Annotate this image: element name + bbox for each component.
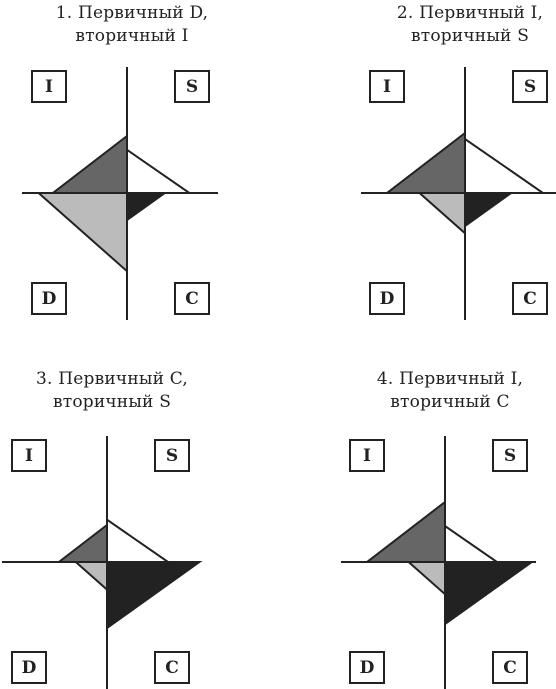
caption-line-2: вторичный C [390,392,510,412]
triangle-s [464,137,547,194]
caption-diagram-4: 4. Первичный I, вторичный C [320,368,556,414]
disc-diagram-3: I S D C [2,436,203,689]
triangle-c [126,192,168,222]
disc-diagram-4: I S D C [341,436,536,689]
triangle-s [106,517,172,563]
label-text: D [42,289,57,309]
quadrant-label-bl: D [31,282,67,315]
label-box [154,651,190,684]
quadrant-label-tr: S [174,70,210,103]
triangle-s [126,147,193,194]
quadrant-label-br: C [174,282,210,315]
quadrant-label-tl: I [349,439,385,472]
label-box [512,282,548,315]
triangle-s [444,524,501,563]
quadrant-label-tl: I [31,70,67,103]
label-text: S [524,77,536,97]
label-text: I [383,77,391,97]
triangle-i [55,522,108,563]
label-text: D [360,658,375,678]
label-text: I [25,446,33,466]
caption-line-1: 3. Первичный C, [36,369,188,389]
caption-line-2: вторичный I [75,26,189,46]
label-box [154,439,190,472]
quadrant-label-br: C [492,651,528,684]
triangle-d [405,561,446,597]
label-box [369,70,405,103]
triangle-d [416,192,466,236]
quadrant-label-tr: S [512,70,548,103]
label-box [31,70,67,103]
triangle-d [73,561,108,592]
label-text: D [380,289,395,309]
label-box [369,282,405,315]
triangle-c [464,192,515,228]
label-text: C [165,658,179,678]
label-text: I [363,446,371,466]
caption-line-2: вторичный S [410,26,530,46]
quadrant-label-br: C [154,651,190,684]
caption-line-1: 1. Первичный D, [55,3,209,23]
label-box [349,651,385,684]
quadrant-label-bl: D [349,651,385,684]
label-text: C [185,289,199,309]
label-box [11,651,47,684]
triangle-d [35,192,128,274]
triangle-c [444,561,535,626]
label-box [174,282,210,315]
caption-diagram-1: 1. Первичный D, вторичный I [2,2,262,48]
triangle-c [106,561,203,630]
label-text: D [22,658,37,678]
quadrant-label-tl: I [369,70,405,103]
caption-line-1: 2. Первичный I, [396,3,544,23]
caption-line-1: 4. Первичный I, [376,369,524,389]
disc-diagram-1: I S D C [22,67,218,320]
label-text: I [45,77,53,97]
quadrant-label-br: C [512,282,548,315]
label-text: S [186,77,198,97]
label-box [11,439,47,472]
quadrant-label-tr: S [492,439,528,472]
quadrant-label-tl: I [11,439,47,472]
label-box [349,439,385,472]
quadrant-label-bl: D [11,651,47,684]
label-box [492,439,528,472]
triangle-i [384,130,466,194]
caption-diagram-3: 3. Первичный C, вторичный S [0,368,242,414]
label-text: S [504,446,516,466]
quadrant-label-tr: S [154,439,190,472]
disc-diagram-2: I S D C [361,67,556,320]
label-text: C [523,289,537,309]
label-box [512,70,548,103]
triangle-i [49,133,128,194]
label-box [174,70,210,103]
quadrant-label-bl: D [369,282,405,315]
label-box [31,282,67,315]
label-box [492,651,528,684]
label-text: C [503,658,517,678]
label-text: S [166,446,178,466]
caption-line-2: вторичный S [52,392,172,412]
caption-diagram-2: 2. Первичный I, вторичный S [340,2,556,48]
triangle-i [364,499,446,563]
